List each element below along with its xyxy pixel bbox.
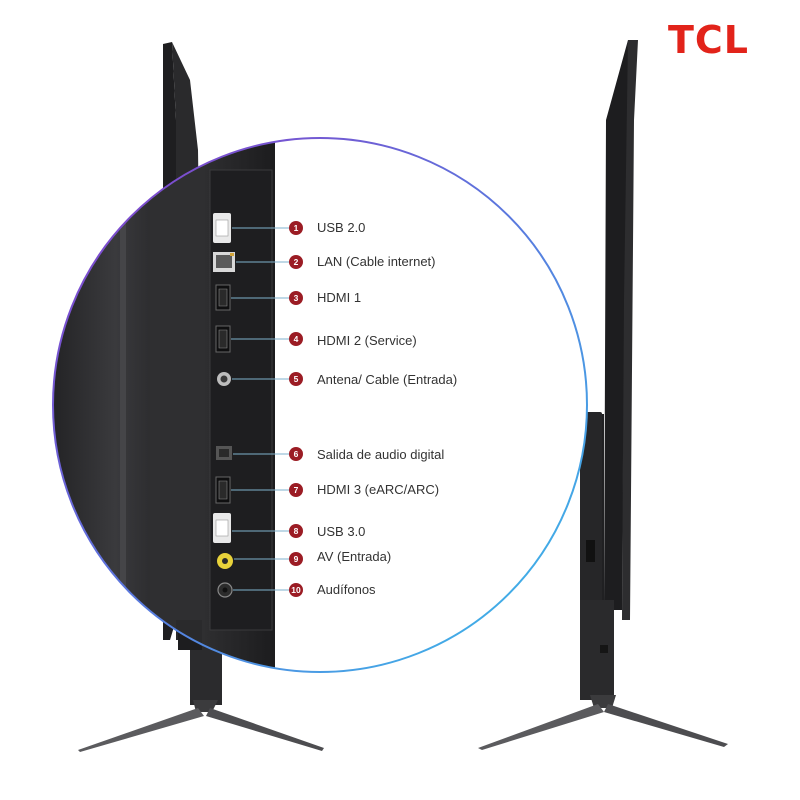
port-label-av-input: AV (Entrada): [317, 549, 392, 564]
port-number-badge: 3: [289, 291, 303, 305]
leader-lines: [231, 227, 289, 591]
port-number-badge: 5: [289, 372, 303, 386]
usb-port-icon: [213, 213, 231, 243]
port-number-badge: 10: [289, 583, 303, 597]
hdmi-port-icon: [215, 325, 231, 353]
zoom-circle: [52, 137, 588, 673]
port-number-badge: 1: [289, 221, 303, 235]
right-tv-side-view: [478, 40, 728, 750]
tcl-logo: TCL: [668, 18, 750, 62]
port-number-badge: 2: [289, 255, 303, 269]
port-label-hdmi-2: HDMI 2 (Service): [317, 333, 417, 348]
port-label-hdmi-1: HDMI 1: [317, 290, 362, 305]
headphone-jack-icon: [217, 582, 233, 598]
optical-audio-port-icon: [216, 446, 232, 460]
port-number-badge: 9: [289, 552, 303, 566]
port-number-badge: 6: [289, 447, 303, 461]
hdmi-port-icon: [215, 476, 231, 504]
port-label-antenna: Antena/ Cable (Entrada): [317, 372, 458, 387]
coaxial-port-icon: [217, 372, 231, 386]
port-number-badge: 8: [289, 524, 303, 538]
port-label-digital-audio-out: Salida de audio digital: [317, 447, 445, 462]
av-input-port-icon: [217, 553, 233, 569]
usb-port-icon: [213, 513, 231, 543]
port-label-usb-2: USB 2.0: [317, 220, 366, 235]
ethernet-port-icon: [213, 252, 235, 272]
port-label-lan: LAN (Cable internet): [317, 254, 436, 269]
hdmi-port-icon: [215, 284, 231, 311]
port-number-badge: 7: [289, 483, 303, 497]
port-label-headphones: Audífonos: [317, 582, 376, 597]
port-number-badge: 4: [289, 332, 303, 346]
port-label-hdmi-3: HDMI 3 (eARC/ARC): [317, 482, 440, 497]
port-label-usb-3: USB 3.0: [317, 524, 366, 539]
